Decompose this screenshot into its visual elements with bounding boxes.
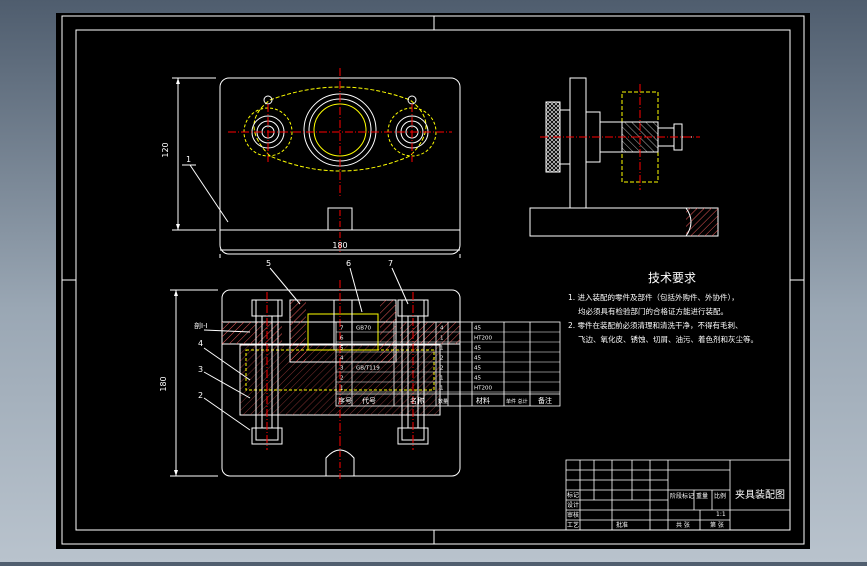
bom-cell: 3 [340,366,344,372]
tb-weight: 重量 [696,492,708,500]
front-base-plate [221,289,461,477]
bom-cell: 45 [474,326,481,332]
tb-approve: 批准 [616,521,628,529]
balloon-6: 6 [346,259,351,268]
bom-cell: GB70 [356,326,372,332]
model-space [56,13,810,549]
tech-req-body: 1. 进入装配的零件及部件（包括外购件、外协件）， 均必须具有检验部门的合格证方… [568,292,758,344]
bom-h-weight: 单件 总计 [506,398,528,405]
tb-mark: 标记 [567,491,579,499]
tb-sheets: 共 张 [676,521,690,529]
dim-front-height: 180 [159,376,168,391]
bom-h-note: 备注 [538,396,552,405]
bom-cell: 45 [474,366,481,372]
bom-cell: 1 [340,386,344,392]
tb-sheet: 第 张 [710,521,724,529]
dim-top-height: 120 [161,142,170,157]
frame-tick-marks [62,16,804,544]
bom-cell: 1 [440,376,444,382]
tb-stage: 阶段标记 [670,492,694,500]
bom-cell: 45 [474,376,481,382]
bom-cell: GB/T119 [356,366,380,372]
balloon-5: 5 [266,259,271,268]
top-view [172,68,461,258]
bom-h-qty: 数量 [438,398,448,405]
title-block-text: 标记 设计 审核 工艺 批准 阶段标记 重量 比例 1:1 共 张 第 张 [567,491,726,529]
tb-design: 设计 [567,501,579,509]
bom-cell: 2 [440,366,444,372]
tech-req-title: 技术要求 [648,271,696,285]
bom-cell: 45 [474,346,481,352]
dim-top-width: 180 [332,241,347,250]
bom-cell: HT200 [474,386,492,392]
bom-cell: 2 [440,356,444,362]
tech-req-line1: 1. 进入装配的零件及部件（包括外购件、外协件）， [568,292,739,302]
bom-h-name: 名称 [410,396,424,405]
bom-cell: HT200 [474,336,492,342]
balloon-4: 4 [198,339,203,348]
tb-review: 审核 [567,511,579,519]
bom-cell: 1 [440,346,444,352]
bom-cell: 7 [340,326,344,332]
bom-cell: 4 [440,326,444,332]
drawing-title: 夹具装配图 [735,488,785,501]
balloon-1: 1 [186,155,191,164]
balloon-2: 2 [198,391,203,400]
bom-cell: 1 [440,386,444,392]
bom-cell: 4 [340,356,344,362]
bom-h-material: 材料 [476,396,490,405]
balloon-7: 7 [388,259,393,268]
bom-cell: 5 [340,346,344,352]
section-label: 剖I-I [194,321,208,330]
tb-scale-value: 1:1 [716,511,726,518]
bom-cell: 2 [340,376,344,382]
bom-cell: 6 [340,336,344,342]
bom-header: 序号 代号 名称 数量 材料 单件 总计 备注 [338,396,552,405]
workpiece-outline [253,86,427,172]
tb-scale-label: 比例 [714,492,726,500]
bom-cell: 45 [474,356,481,362]
bom-cell: 1 [440,336,444,342]
tech-req-line3: 2. 零件在装配前必须清理和清洗干净，不得有毛刺、 [568,320,743,330]
balloon-3: 3 [198,365,203,374]
side-view [529,77,719,237]
tech-req-line2: 均必须具有检验部门的合格证方能进行装配。 [578,306,728,316]
tb-process: 工艺 [567,521,579,529]
tech-req-line4: 飞边、氧化皮、锈蚀、切屑、油污、着色剂和灰尘等。 [578,334,758,344]
title-block [565,459,791,531]
bom-h-code: 代号 [362,396,376,405]
bom-h-no: 序号 [338,396,352,405]
front-section-view [170,267,461,480]
